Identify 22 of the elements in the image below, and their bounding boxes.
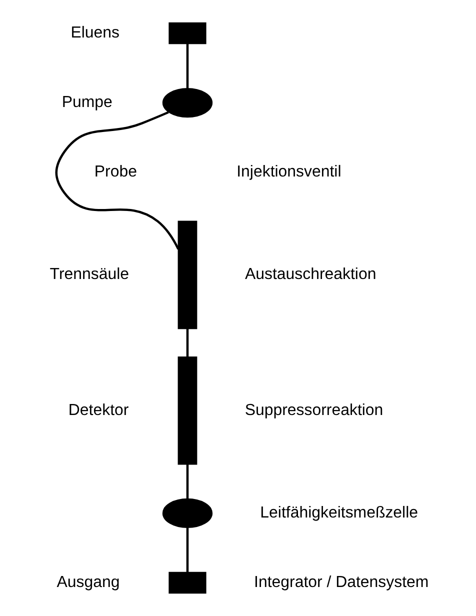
label: Injektionsventil <box>236 164 341 181</box>
node-label: Integrator / Datensystem <box>254 574 428 591</box>
node-label: Leitfähigkeitsmeßzelle <box>260 504 418 522</box>
node-ellipse <box>162 88 212 118</box>
label: Probe <box>94 164 136 181</box>
connector <box>54 111 179 250</box>
label: Detektor <box>68 402 128 419</box>
connector <box>186 328 188 357</box>
connector <box>186 528 188 572</box>
node-box <box>168 22 206 44</box>
node-ellipse <box>162 498 212 528</box>
node-bar <box>177 220 197 330</box>
node-label: Suppressorreaktion <box>244 402 383 419</box>
node-label: Pumpe <box>61 94 112 112</box>
node-label: Trennsäule <box>49 266 129 284</box>
connector <box>186 44 188 88</box>
node-bar <box>177 356 197 465</box>
node-box <box>168 572 206 594</box>
node-label: Austauschreaktion <box>244 266 376 284</box>
node-label: Ausgang <box>56 574 120 591</box>
node-label: Eluens <box>70 24 120 42</box>
connector <box>186 464 188 499</box>
